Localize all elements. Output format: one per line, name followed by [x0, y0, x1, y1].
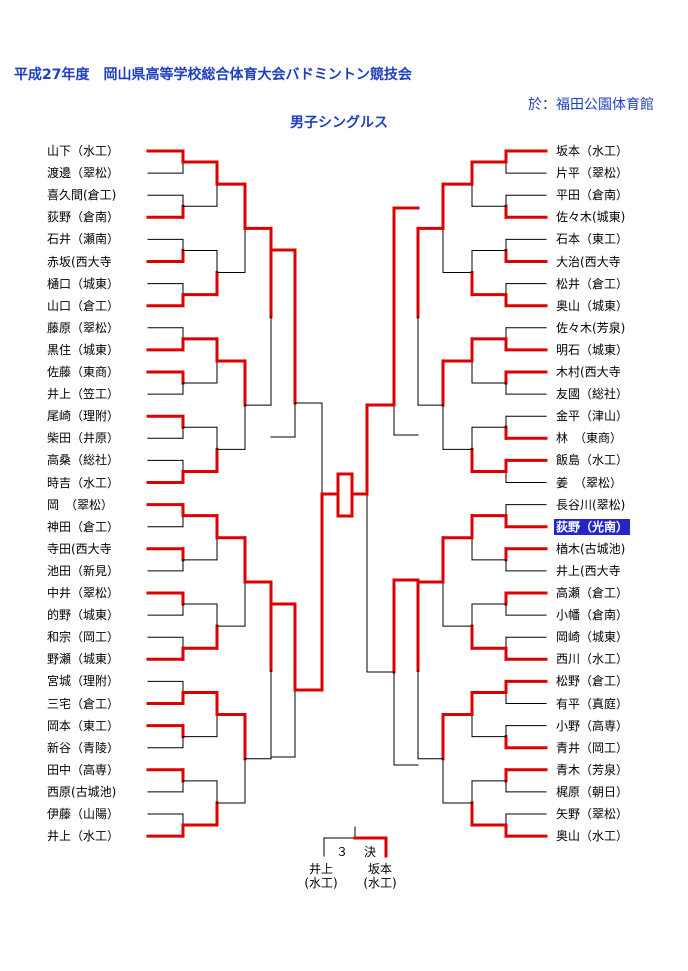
left-player-11: 佐藤（東商）: [47, 365, 120, 379]
left-player-2: 渡邊（翠松）: [47, 166, 120, 181]
right-player-20: 井上(西大寺: [556, 563, 621, 578]
left-player-1: 山下（水工）: [47, 144, 120, 158]
right-player-19: 楢木(古城池): [556, 541, 626, 556]
left-player-15: 高桑（総社）: [47, 453, 120, 468]
right-player-16: 姜 （翠松）: [556, 475, 623, 490]
right-player-6: 大治(西大寺: [556, 254, 621, 269]
right-player-14: 林 （東商）: [556, 431, 623, 446]
right-player-7: 松井（倉工）: [556, 276, 629, 291]
right-player-26: 有平（真庭）: [556, 696, 629, 711]
left-player-28: 新谷（青陵）: [47, 740, 120, 755]
left-player-14: 柴田（井原）: [47, 431, 120, 446]
left-player-22: 的野（城東）: [47, 608, 120, 623]
left-player-23: 和宗（岡工）: [47, 630, 120, 645]
right-player-12: 友國（総社）: [556, 387, 629, 402]
right-player-8: 奥山（城東）: [556, 298, 629, 313]
left-player-17: 岡 （翠松）: [47, 497, 114, 512]
right-player-31: 矢野（翠松）: [556, 807, 629, 821]
left-player-24: 野瀬（城東）: [47, 652, 120, 667]
left-player-29: 田中（高専）: [47, 762, 120, 777]
third-place-label: ３ 決: [336, 845, 379, 859]
left-player-6: 赤坂(西大寺: [47, 254, 112, 269]
right-player-3: 平田（倉南）: [556, 188, 629, 203]
right-player-29: 青木（芳泉）: [556, 762, 629, 777]
left-player-7: 樋口（城東）: [47, 276, 120, 291]
left-player-3: 喜久間(倉工): [47, 188, 117, 203]
right-player-10: 明石（城東）: [556, 342, 629, 357]
left-player-27: 岡本（東工）: [47, 718, 120, 733]
left-player-16: 時吉（水工）: [47, 475, 120, 490]
left-player-8: 山口（倉工）: [47, 298, 120, 313]
right-player-11: 木村(西大寺: [556, 365, 621, 379]
right-player-28: 青井（岡工）: [556, 740, 629, 755]
left-player-4: 荻野（倉南）: [47, 210, 120, 225]
right-player-25: 松野（倉工）: [556, 674, 629, 689]
left-player-12: 井上（笠工）: [47, 387, 120, 402]
right-player-22: 小幡（倉南）: [556, 608, 629, 623]
left-player-32: 井上（水工）: [47, 829, 120, 844]
right-player-4: 佐々木(城東): [556, 210, 626, 225]
left-player-26: 三宅（倉工）: [47, 696, 120, 711]
third-place-left-name: 井上: [308, 862, 333, 876]
third-place-right-school: (水工): [363, 876, 397, 890]
tournament-title: 平成27年度 岡山県高等学校総合体育大会バドミントン競技会: [14, 67, 412, 83]
left-player-13: 尾崎（理附）: [47, 409, 120, 424]
right-player-24: 西川（水工）: [556, 652, 629, 667]
event-title: 男子シングルス: [290, 115, 388, 131]
right-player-15: 飯島（水工）: [556, 453, 629, 468]
right-player-9: 佐々木(芳泉): [556, 320, 626, 335]
right-player-21: 高瀬（倉工）: [556, 586, 629, 600]
right-player-2: 片平（翠松）: [556, 166, 629, 181]
right-player-1: 坂本（水工）: [556, 144, 629, 158]
right-player-23: 岡崎（城東）: [556, 630, 629, 645]
right-player-17: 長谷川(翠松): [556, 497, 626, 512]
right-player-18: 荻野（光南）: [554, 518, 631, 535]
third-place-left-school: (水工): [304, 876, 338, 890]
left-player-5: 石井（瀬南）: [47, 232, 120, 247]
left-player-18: 神田（倉工）: [47, 519, 120, 534]
left-player-31: 伊藤（山陽）: [47, 807, 120, 821]
left-player-19: 寺田(西大寺: [47, 541, 112, 556]
right-player-30: 梶原（朝日）: [556, 784, 629, 799]
left-player-9: 藤原（翠松）: [47, 320, 120, 335]
right-player-5: 石本（東工）: [556, 232, 629, 247]
third-place-right-player: 坂本 (水工): [355, 862, 405, 890]
venue-label: 於：福田公園体育館: [528, 97, 654, 113]
left-player-21: 中井（翠松）: [47, 586, 120, 600]
right-player-32: 奥山（水工）: [556, 829, 629, 844]
right-player-13: 金平（津山）: [556, 409, 629, 424]
left-player-20: 池田（新見）: [47, 563, 120, 578]
left-player-25: 宮城（理附）: [47, 674, 120, 689]
left-player-10: 黒住（城東）: [47, 342, 120, 357]
third-place-left-player: 井上 (水工): [296, 862, 346, 890]
champion-box: [336, 472, 354, 518]
right-player-27: 小野（高専）: [556, 718, 629, 733]
left-player-30: 西原(古城池): [47, 784, 117, 799]
third-place-right-name: 坂本: [367, 862, 392, 876]
